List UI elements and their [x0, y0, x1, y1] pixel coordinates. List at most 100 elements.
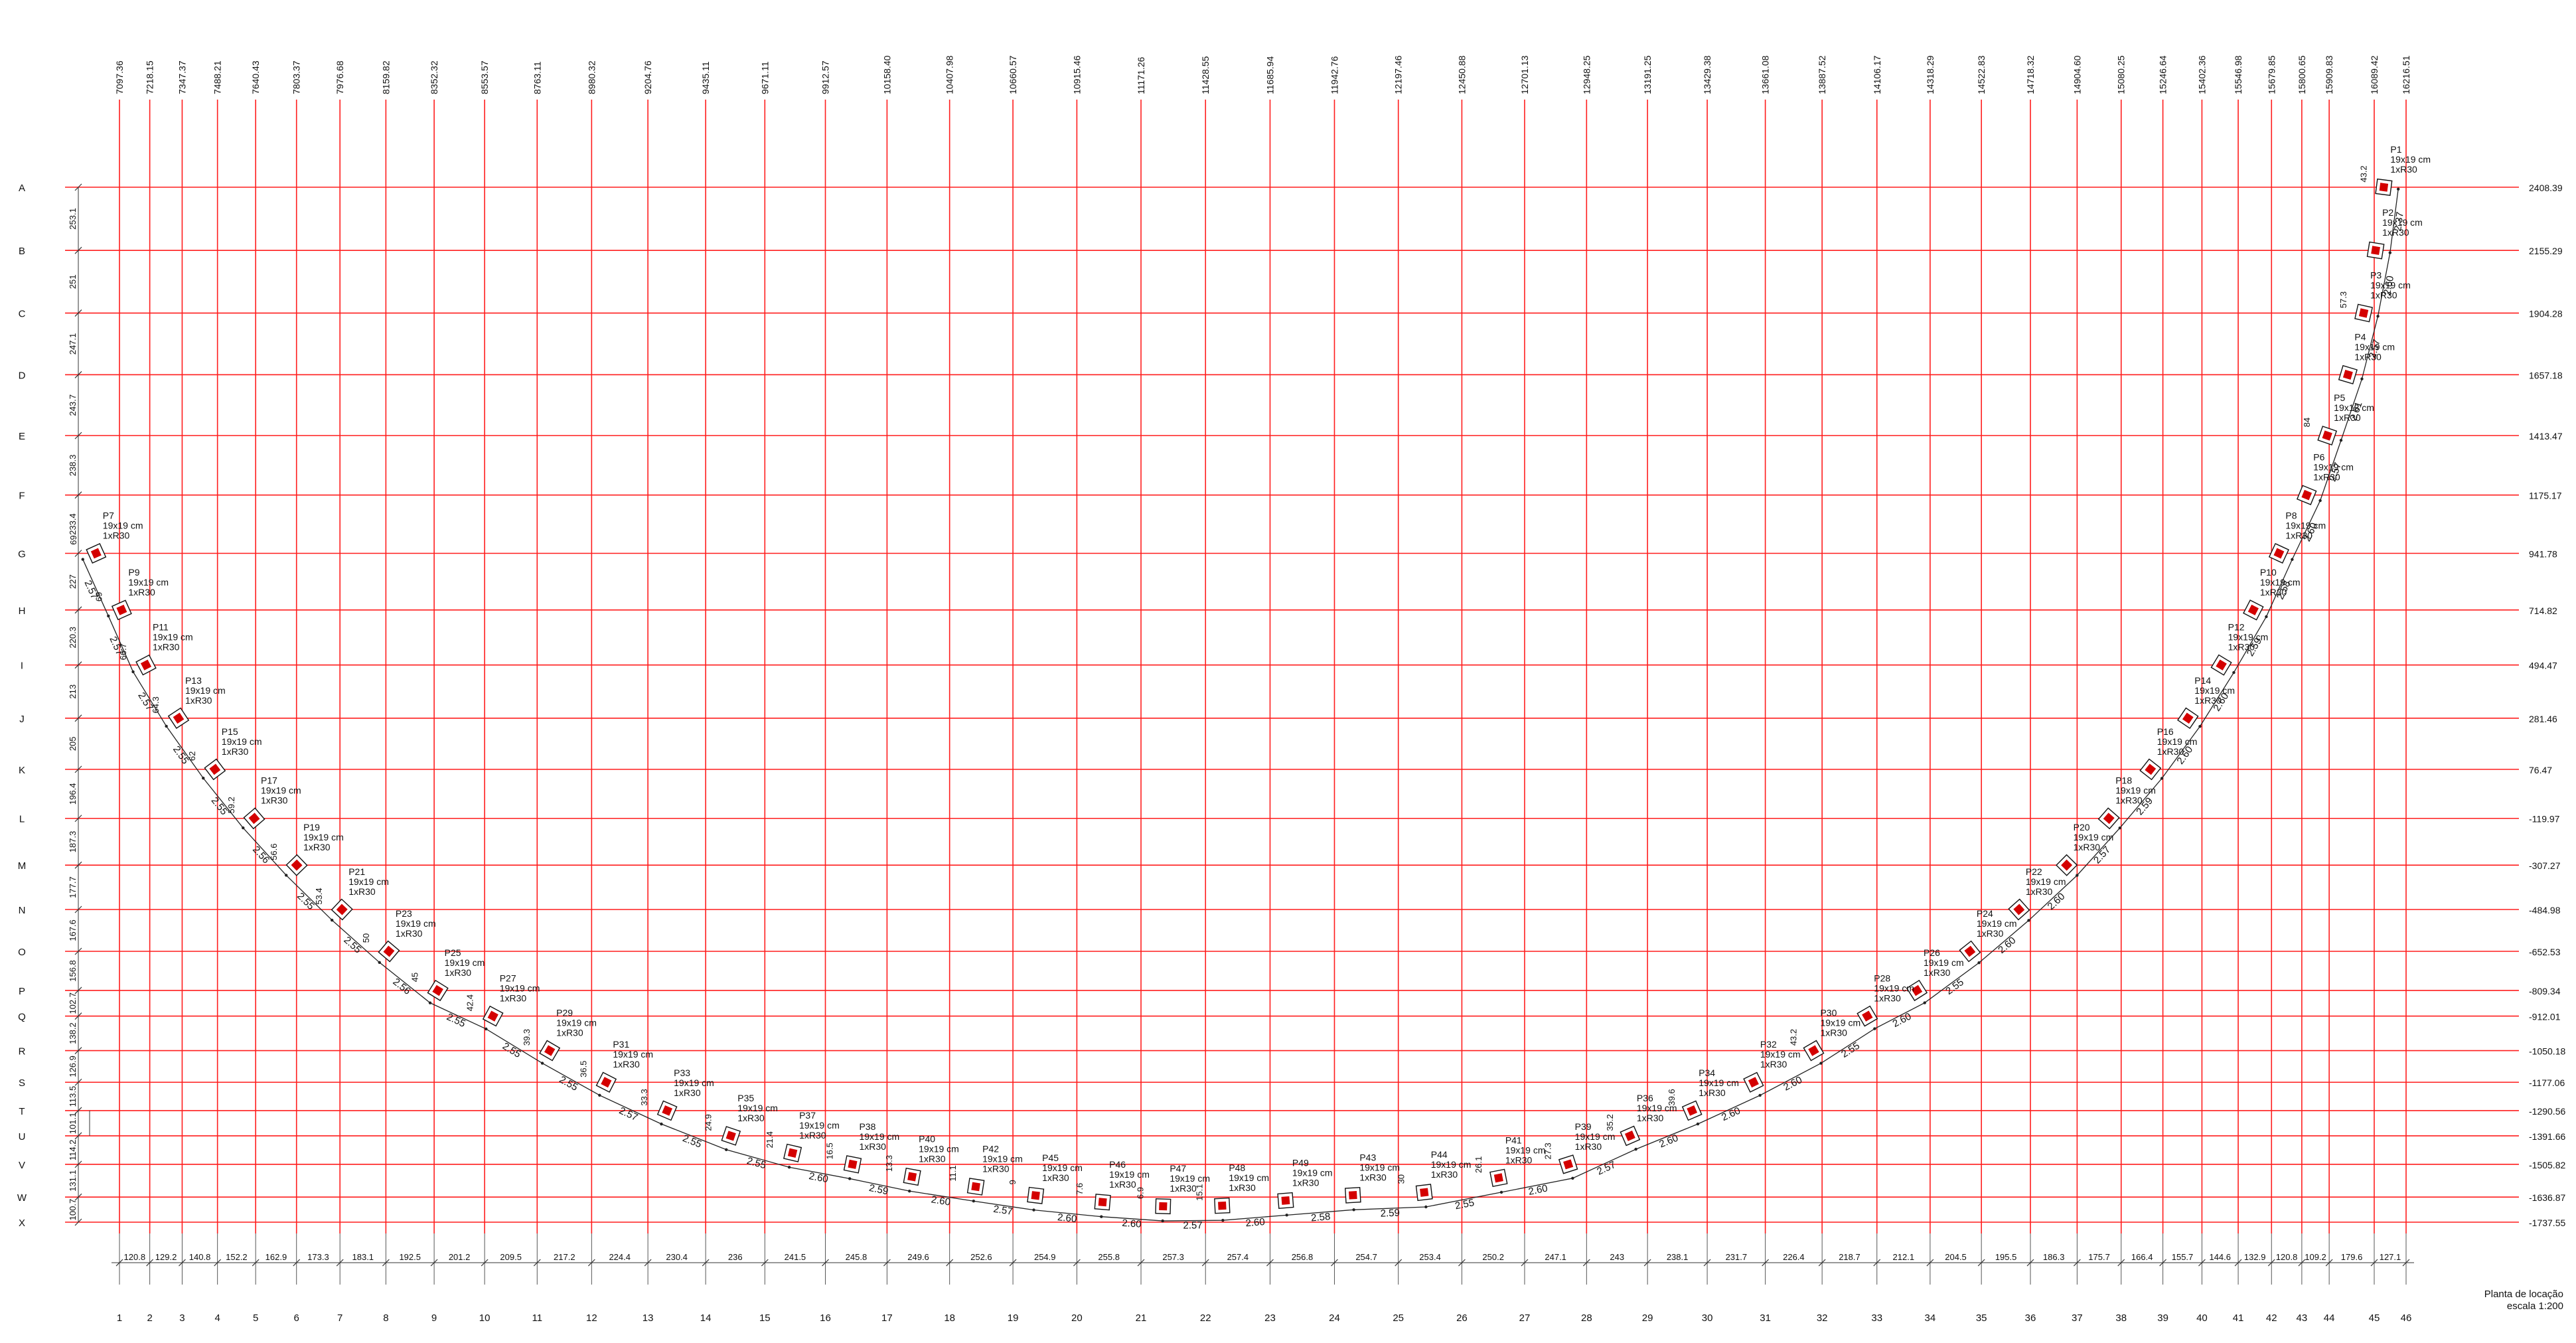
row-spacing-label: 238.3: [68, 455, 78, 477]
segment-length-label: 2.59: [1380, 1208, 1400, 1220]
col-coordinate: 16216.51: [2401, 55, 2411, 94]
row-coordinate: 76.47: [2529, 765, 2552, 775]
pillar-rebar: 1xR30: [303, 842, 331, 852]
col-dim-tick: [2073, 1259, 2081, 1267]
pillar-size: 19x19 cm: [1431, 1159, 1472, 1170]
pillar-core: [848, 1159, 858, 1169]
col-spacing-label: 192.5: [399, 1252, 421, 1262]
pillar-core: [2061, 859, 2073, 871]
offset-dimension: 7.6: [1075, 1183, 1085, 1195]
col-label: 14: [700, 1312, 712, 1324]
col-coordinate: 7976.68: [335, 60, 345, 94]
row-label: K: [19, 765, 25, 776]
row-coordinate: -1505.82: [2529, 1160, 2565, 1170]
row-coordinate: 2408.39: [2529, 183, 2563, 193]
pillar-rebar: 1xR30: [445, 967, 472, 978]
col-coordinate: 11171.26: [1136, 56, 1146, 94]
segment-length-label: 2.60: [2382, 275, 2396, 296]
col-label: 29: [1642, 1312, 1653, 1324]
pillar-core: [2216, 659, 2227, 671]
pillar-label: P16: [2157, 726, 2174, 737]
col-dim-tick: [481, 1259, 489, 1267]
col-coordinate: 14718.32: [2025, 55, 2036, 94]
offset-dimension: 35.2: [1605, 1114, 1615, 1131]
col-spacing-label: 250.2: [1482, 1252, 1504, 1262]
offset-dimension: 53.4: [314, 888, 324, 904]
col-coordinate: 12948.25: [1581, 55, 1592, 94]
pillar-size: 19x19 cm: [2228, 632, 2269, 643]
row-spacing-label: 126.9: [68, 1056, 78, 1077]
pillar-core: [173, 712, 185, 724]
col-dim-tick: [2402, 1259, 2410, 1267]
row-spacing-label: 196.4: [68, 783, 78, 805]
col-label: 45: [2369, 1312, 2380, 1324]
beam-node: [1634, 1147, 1637, 1151]
row-coordinate: -809.34: [2529, 986, 2561, 996]
beam-node: [428, 1001, 432, 1004]
col-label: 37: [2072, 1312, 2083, 1324]
pillar-rebar: 1xR30: [185, 695, 212, 706]
beam-node: [1352, 1208, 1355, 1212]
pillar-label: P24: [1977, 908, 1993, 919]
col-coordinate: 7803.37: [291, 60, 302, 94]
col-label: 34: [1925, 1312, 1936, 1324]
col-coordinate: 13661.08: [1760, 55, 1771, 94]
pillar-label: P14: [2194, 675, 2211, 686]
row-dim-tick: [74, 491, 82, 499]
beam-node: [2339, 439, 2343, 442]
pillar-label: P38: [859, 1121, 875, 1132]
pillar-core: [2145, 763, 2157, 775]
row-coordinate: -1737.55: [2529, 1218, 2565, 1228]
beam-node: [2232, 671, 2235, 674]
col-dim-tick: [883, 1259, 891, 1267]
col-coordinate: 14904.60: [2072, 55, 2082, 94]
col-dim-tick: [2026, 1259, 2034, 1267]
beam-node: [378, 961, 381, 965]
pillar-size: 19x19 cm: [445, 957, 485, 968]
pillar-size: 19x19 cm: [2115, 785, 2156, 796]
col-coordinate: 10915.46: [1071, 55, 1082, 94]
offset-dimension: 50: [361, 933, 371, 943]
col-label: 28: [1581, 1312, 1592, 1324]
col-coordinate: 13191.25: [1642, 55, 1653, 94]
row-coordinate: -1391.66: [2529, 1131, 2565, 1142]
pillar-core: [2273, 548, 2285, 559]
beam-node: [2160, 777, 2164, 780]
col-coordinate: 11428.55: [1200, 56, 1211, 94]
pillar-size: 19x19 cm: [153, 632, 193, 643]
col-spacing-label: 257.4: [1227, 1252, 1249, 1262]
pillar-rebar: 1xR30: [2026, 886, 2053, 897]
row-coordinate: 1175.17: [2529, 491, 2562, 501]
pillar-core: [2247, 604, 2259, 615]
segment-length-label: 2.60: [1245, 1216, 1265, 1229]
col-spacing-label: 212.1: [1893, 1252, 1915, 1262]
row-label: X: [19, 1218, 25, 1229]
col-label: 35: [1976, 1312, 1987, 1324]
pillar-rebar: 1xR30: [1874, 993, 1901, 1004]
col-coordinate: 10158.40: [881, 55, 892, 94]
row-label: I: [21, 661, 23, 672]
row-dim-tick: [74, 1193, 82, 1201]
col-coordinate: 15246.64: [2158, 55, 2168, 94]
pillar-rebar: 1xR30: [2370, 290, 2397, 301]
offset-dimension: 15.1: [1194, 1184, 1204, 1201]
pillar-rebar: 1xR30: [2390, 164, 2417, 175]
offset-dimension: 11.1: [948, 1165, 958, 1181]
offset-dimension: 43.2: [1788, 1029, 1798, 1046]
pillar-core: [1031, 1191, 1040, 1200]
pillar-core: [291, 859, 303, 871]
col-spacing-label: 144.6: [2209, 1252, 2231, 1262]
row-spacing-label: 102.7: [68, 992, 78, 1014]
pillar-rebar: 1xR30: [396, 928, 423, 939]
pillar-core: [1563, 1159, 1574, 1170]
pillar-label: P37: [799, 1110, 816, 1121]
beam-node: [1032, 1208, 1035, 1212]
